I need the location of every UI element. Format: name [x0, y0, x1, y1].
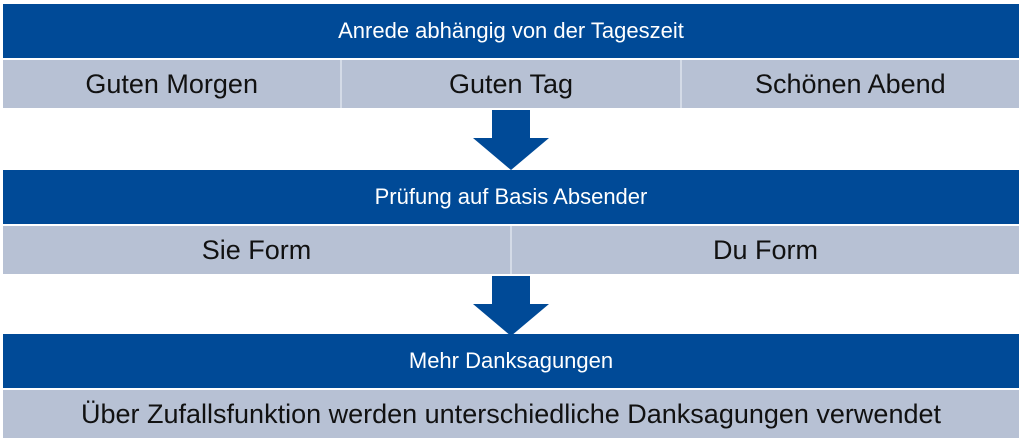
section-1-item-3: Schönen Abend — [679, 60, 1019, 108]
section-1-row: Guten Morgen Guten Tag Schönen Abend — [3, 60, 1019, 108]
arrow-down-icon — [473, 110, 549, 170]
section-3-item-1: Über Zufallsfunktion werden unterschiedl… — [3, 390, 1019, 438]
section-1-item-2: Guten Tag — [340, 60, 680, 108]
section-2-row: Sie Form Du Form — [3, 226, 1019, 274]
section-2-title: Prüfung auf Basis Absender — [374, 184, 648, 209]
section-2-item-2: Du Form — [510, 226, 1019, 274]
section-3-header: Mehr Danksagungen — [3, 334, 1019, 388]
arrow-down-icon — [473, 276, 549, 336]
section-1-header: Anrede abhängig von der Tageszeit — [3, 4, 1019, 58]
arrow-down-shape — [473, 110, 549, 170]
section-2-item-1: Sie Form — [3, 226, 510, 274]
arrow-down-shape — [473, 276, 549, 336]
section-1-title: Anrede abhängig von der Tageszeit — [338, 18, 684, 43]
section-3-title: Mehr Danksagungen — [408, 348, 614, 373]
section-3-row: Über Zufallsfunktion werden unterschiedl… — [3, 390, 1019, 438]
section-2-header: Prüfung auf Basis Absender — [3, 170, 1019, 224]
section-1-item-1: Guten Morgen — [3, 60, 341, 108]
